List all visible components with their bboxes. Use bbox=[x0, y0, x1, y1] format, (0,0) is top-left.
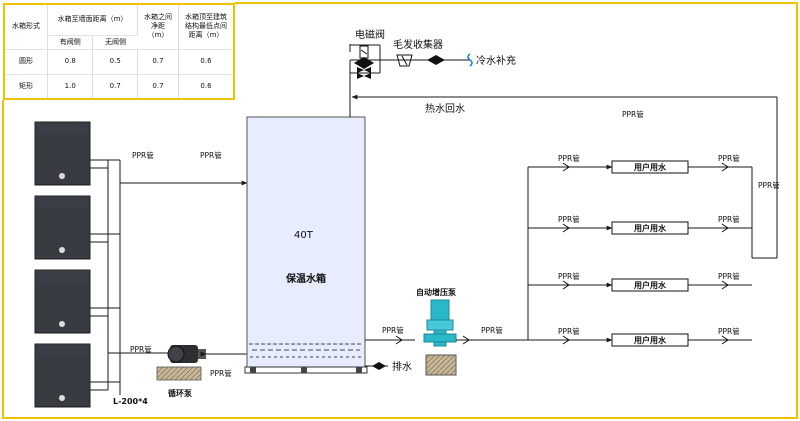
units-label: L-200*4 bbox=[113, 397, 148, 406]
user-load: 用户用水 bbox=[611, 221, 689, 235]
header-between: 水箱之间 净距 （m） bbox=[137, 5, 179, 50]
svg-text:用户用水: 用户用水 bbox=[633, 335, 667, 345]
hot-water-return bbox=[351, 94, 778, 258]
heat-pump-unit bbox=[34, 121, 91, 186]
row-rect-type: 矩形 bbox=[5, 74, 48, 98]
header-top-clearance: 水箱顶至建筑 结构最低点间 距离（m） bbox=[178, 5, 233, 50]
hair-collector bbox=[396, 54, 413, 67]
label-ppr-1: PPR管 bbox=[132, 150, 154, 160]
circ-pump-label: 循环泵 bbox=[167, 388, 192, 398]
row-rect-novalve: 0.7 bbox=[92, 74, 138, 98]
tank-capacity: 40T bbox=[294, 230, 314, 241]
heat-pump-unit bbox=[34, 269, 91, 334]
row-round-between: 0.7 bbox=[137, 49, 179, 75]
header-valve-side: 有阀侧 bbox=[47, 35, 94, 50]
solenoid-label: 电磁阀 bbox=[355, 28, 385, 41]
heat-pump-headers bbox=[90, 159, 248, 395]
header-wall-distance: 水箱至墙面距离（m） bbox=[47, 5, 138, 36]
header-no-valve-side: 无阀侧 bbox=[92, 35, 138, 50]
storage-tank bbox=[244, 116, 368, 374]
heat-pump-unit bbox=[34, 195, 91, 260]
row-round-valve: 0.8 bbox=[47, 49, 94, 75]
cold-supply-label: 冷水补充 bbox=[476, 54, 516, 67]
booster-pump bbox=[423, 299, 457, 376]
hot-return-label: 热水回水 bbox=[425, 102, 465, 115]
label-ppr: PPR管 bbox=[718, 271, 740, 281]
svg-text:用户用水: 用户用水 bbox=[633, 223, 667, 233]
clearance-table: 水箱形式 水箱至墙面距离（m） 水箱之间 净距 （m） 水箱顶至建筑 结构最低点… bbox=[3, 3, 235, 100]
label-ppr: PPR管 bbox=[718, 214, 740, 224]
row-round-novalve: 0.5 bbox=[92, 49, 138, 75]
row-rect-top: 0.6 bbox=[200, 81, 212, 90]
label-ppr-return: PPR管 bbox=[622, 109, 644, 119]
label-ppr: PPR管 bbox=[558, 271, 580, 281]
drain-label: 排水 bbox=[392, 360, 412, 373]
gate-valve-icon bbox=[427, 55, 445, 65]
circulation-pump bbox=[156, 345, 206, 381]
svg-text:用户用水: 用户用水 bbox=[633, 162, 667, 172]
drain-valve-icon bbox=[372, 362, 386, 370]
supply-manifold bbox=[527, 164, 777, 343]
label-ppr-3: PPR管 bbox=[130, 344, 152, 354]
label-ppr-riser: PPR管 bbox=[758, 180, 780, 190]
label-ppr-pump-out: PPR管 bbox=[481, 325, 503, 335]
row-rect-valve: 1.0 bbox=[47, 74, 94, 98]
row-round-type: 圆形 bbox=[5, 49, 48, 75]
label-ppr-4: PPR管 bbox=[210, 368, 232, 378]
heat-pump-unit bbox=[34, 343, 91, 408]
label-ppr: PPR管 bbox=[558, 153, 580, 163]
header-tank-type: 水箱形式 bbox=[5, 5, 48, 50]
label-ppr: PPR管 bbox=[558, 326, 580, 336]
svg-text:用户用水: 用户用水 bbox=[633, 280, 667, 290]
collector-label: 毛发收集器 bbox=[393, 38, 443, 51]
user-load: 用户用水 bbox=[611, 160, 689, 174]
valve-icon bbox=[354, 57, 364, 69]
booster-pump-label: 自动增压泵 bbox=[416, 287, 456, 297]
row-round-top: 0.6 bbox=[178, 49, 233, 75]
label-ppr-outlet: PPR管 bbox=[382, 325, 404, 335]
cold-water-icon bbox=[467, 53, 473, 67]
label-ppr: PPR管 bbox=[558, 214, 580, 224]
row-rect-between: 0.7 bbox=[137, 74, 179, 98]
label-ppr: PPR管 bbox=[718, 326, 740, 336]
user-load: 用户用水 bbox=[611, 333, 689, 347]
label-ppr-2: PPR管 bbox=[200, 150, 222, 160]
tank-name: 保温水箱 bbox=[285, 272, 326, 285]
user-load: 用户用水 bbox=[611, 278, 689, 292]
label-ppr: PPR管 bbox=[718, 153, 740, 163]
